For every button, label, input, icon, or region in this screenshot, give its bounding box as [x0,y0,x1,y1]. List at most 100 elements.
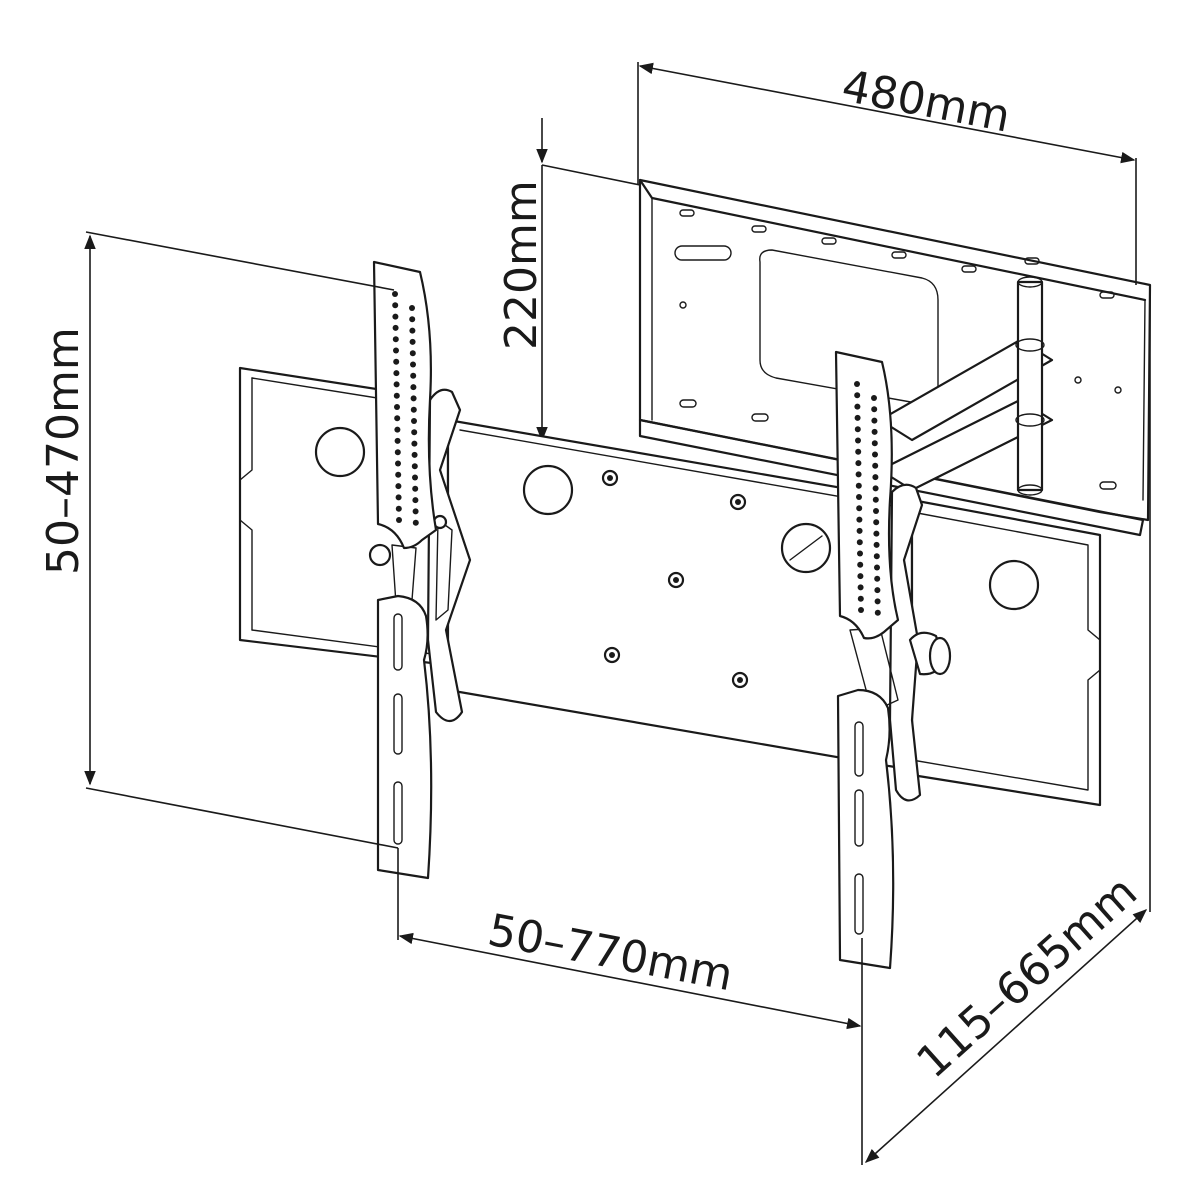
adjust-hole [393,370,400,377]
adjust-hole [412,519,419,526]
adjust-hole [411,463,418,470]
adjust-hole [874,587,881,594]
adjust-hole [409,327,416,334]
adjust-hole [411,451,418,458]
adjust-hole [392,313,399,320]
adjust-hole [392,302,399,309]
adjust-hole [410,372,417,379]
adjust-hole [412,497,419,504]
adjust-hole [394,437,401,444]
adjust-hole [873,530,880,537]
adjust-hole [871,395,877,401]
adjust-hole [393,392,400,399]
adjust-hole [392,324,399,331]
adjust-hole [395,494,402,501]
wall-plate-bottom-slots [679,399,1117,490]
adjust-hole [410,406,417,413]
adjust-hole [855,471,862,478]
dimension-vertical-range: 50–470mm [38,231,399,849]
frame-hole [522,464,574,516]
adjust-hole [392,291,398,297]
dimension-height-label: 220mm [496,180,547,350]
adjust-hole [873,541,880,548]
adjust-hole [409,305,415,311]
adjust-hole [872,496,879,503]
wall-plate-top-slots [679,209,1115,299]
adjust-hole [871,440,878,447]
adjust-hole [410,384,417,391]
adjust-hole [409,316,416,323]
adjust-hole [856,494,862,500]
adjust-hole [855,460,862,467]
adjust-hole [873,508,879,514]
adjust-hole [857,573,864,580]
adjust-hole [411,429,418,436]
left-tv-bracket [368,260,472,880]
adjust-hole [872,462,879,469]
adjust-hole [857,550,863,557]
adjust-hole [874,564,880,571]
adjust-hole [858,607,864,613]
adjust-hole [410,395,417,402]
dimension-horizontal-range-label: 50–770mm [484,905,737,1002]
adjust-hole [854,414,861,421]
adjust-hole [394,426,401,433]
dimension-height: 220mm [496,118,641,442]
dimension-vertical-range-label: 50–470mm [38,327,89,575]
adjust-hole [873,519,880,526]
adjust-hole [873,553,880,560]
adjust-hole [854,403,861,410]
adjust-hole [857,561,864,568]
frame-bolts [601,469,749,689]
articulating-arm [878,276,1054,496]
adjust-hole [854,392,861,399]
dimension-depth-range-label: 115–665mm [907,866,1147,1088]
adjust-hole [874,598,881,605]
adjust-hole [856,527,863,534]
adjust-hole [854,381,860,387]
adjust-hole [393,347,399,354]
adjust-hole [854,426,861,433]
adjust-hole [410,361,416,368]
frame-hole [314,426,366,478]
adjust-hole [857,584,864,591]
adjust-hole [872,485,879,492]
adjust-hole [856,505,863,512]
adjust-hole [395,471,402,478]
adjust-hole [412,508,419,515]
adjust-hole [392,336,399,343]
adjust-hole [874,575,881,582]
adjust-hole [411,418,417,424]
adjust-hole [872,474,879,481]
adjust-hole [411,440,418,447]
right-bracket-adjust-holes [854,381,881,616]
adjust-hole [396,517,402,523]
adjust-hole [394,449,401,456]
dimension-width-label: 480mm [838,61,1014,143]
adjust-hole [394,404,400,410]
adjust-hole [871,406,878,413]
adjust-hole [874,609,881,616]
frame-hole [988,559,1040,611]
adjust-hole [856,516,863,523]
adjust-hole [857,595,864,602]
adjust-hole [871,417,878,424]
adjust-hole [855,448,862,455]
adjust-hole [856,539,863,546]
adjust-hole [394,415,401,422]
adjust-hole [409,338,416,345]
adjust-hole [393,358,400,365]
adjust-hole [393,381,400,388]
dimension-horizontal-range: 50–770mm [397,848,863,1165]
adjust-hole [409,350,416,357]
adjust-hole [395,460,401,467]
adjust-hole [412,485,419,492]
right-tv-bracket [834,350,952,970]
adjust-hole [855,482,862,489]
tv-mounting-frame [238,366,1102,807]
adjust-hole [871,428,878,435]
adjust-hole [855,437,861,444]
level-bubble [674,245,732,261]
adjust-hole [395,483,402,490]
